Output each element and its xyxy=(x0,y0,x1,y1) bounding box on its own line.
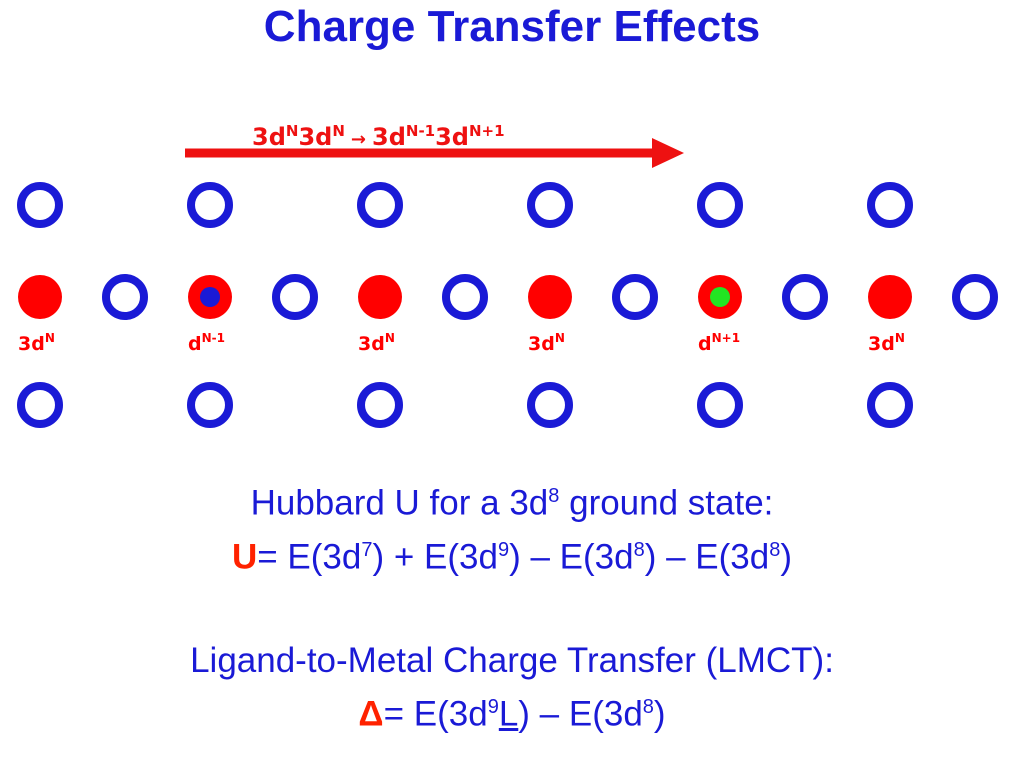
metal-ion xyxy=(528,275,572,319)
lattice-diagram: 3dN3dN→3dN-13dN+1 3dN dN-1 3dN 3dN dN+1 3dN xyxy=(17,122,998,428)
ligand-middle xyxy=(272,274,318,320)
hole-dot xyxy=(200,287,220,307)
lmct-block: Ligand-to-Metal Charge Transfer (LMCT): … xyxy=(0,638,1024,738)
ligand-top xyxy=(17,182,63,228)
metal-ion xyxy=(868,275,912,319)
ligand-top xyxy=(357,182,403,228)
ligand-top xyxy=(187,182,233,228)
delta-symbol: Δ xyxy=(358,694,384,734)
ligand-middle xyxy=(782,274,828,320)
metal-ion xyxy=(18,275,62,319)
ligand-bottom xyxy=(527,382,573,428)
site-label: 3dN xyxy=(528,331,565,355)
charge-transfer-arrow: 3dN3dN→3dN-13dN+1 xyxy=(185,122,684,168)
ligand-middle xyxy=(442,274,488,320)
hubbard-block: Hubbard U for a 3d8 ground state: U= E(3… xyxy=(0,473,1024,580)
lattice-atoms: 3dN dN-1 3dN 3dN dN+1 3dN xyxy=(17,182,998,428)
electron-dot xyxy=(710,287,730,307)
ligand-top xyxy=(697,182,743,228)
ligand-middle xyxy=(102,274,148,320)
ligand-bottom xyxy=(867,382,913,428)
ligand-middle xyxy=(612,274,658,320)
ligand-bottom xyxy=(17,382,63,428)
ligand-bottom xyxy=(187,382,233,428)
ligand-top xyxy=(867,182,913,228)
hubbard-equation: U= E(3d7) + E(3d9) – E(3d8) – E(3d8) xyxy=(231,537,793,577)
ligand-bottom xyxy=(357,382,403,428)
lmct-heading: Ligand-to-Metal Charge Transfer (LMCT): xyxy=(190,641,834,680)
site-label: dN-1 xyxy=(188,331,225,355)
lmct-equation: Δ= E(3d9L) – E(3d8) xyxy=(358,694,666,734)
arrow-head xyxy=(652,138,684,168)
hubbard-heading: Hubbard U for a 3d8 ground state: xyxy=(250,483,774,523)
site-label: 3dN xyxy=(18,331,55,355)
site-label: 3dN xyxy=(868,331,905,355)
site-label: dN+1 xyxy=(698,331,740,355)
ligand-top xyxy=(527,182,573,228)
u-symbol: U xyxy=(231,537,258,577)
ligand-bottom xyxy=(697,382,743,428)
ligand-middle xyxy=(952,274,998,320)
metal-ion xyxy=(358,275,402,319)
arrow-label: 3dN3dN→3dN-13dN+1 xyxy=(252,122,505,151)
page-title: Charge Transfer Effects xyxy=(263,2,761,51)
site-label: 3dN xyxy=(358,331,395,355)
